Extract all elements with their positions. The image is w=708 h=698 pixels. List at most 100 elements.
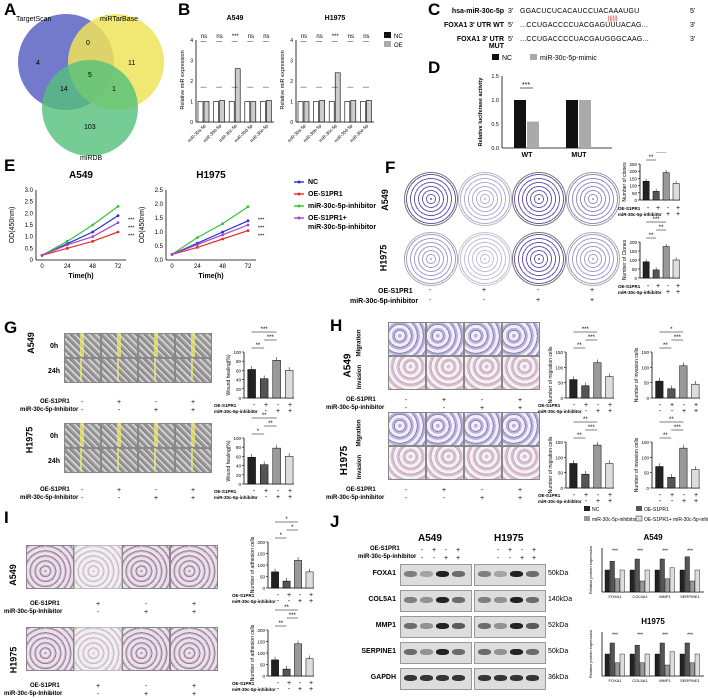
f-chart-bar [672,259,680,279]
g-chart-sign: - [265,494,268,501]
g-treat-oe-sign: - [81,487,84,494]
c-pairing-bars: |||||| [608,16,618,22]
e-y-tick-label: 2.0 [155,202,164,208]
i-chart-sign: - [277,592,280,599]
h-chart-sig-label: *** [674,335,682,341]
g-chart-y-tick-label: 80 [236,445,242,450]
g-chart-bar [285,370,294,399]
f-chart-y-tick-label: 200 [629,240,637,245]
b-chart-title: H1975 [325,15,346,22]
j-kda-label: 52kDa [548,622,569,629]
b-bar-nc [260,101,266,123]
wound-image [64,358,101,383]
f-chart-sign: + [676,289,680,296]
d-x-tick-label: WT [522,152,534,159]
j-treat-inh-sign: + [520,555,524,562]
h-chart-y-tick-label: 150 [641,350,649,355]
b-sig-label: ns [348,34,354,40]
g-treat-inh-label: miR-30c-5p-Inhibitor [20,407,79,413]
d-bar-nc [514,100,526,148]
h-row-label-a549: A549 [342,353,354,378]
j-sig-label: *** [612,632,618,638]
j-cell-line-h1975: H1975 [494,533,524,544]
b-bar-oe [234,68,241,123]
g-chart-sign: + [276,408,280,415]
j-bar [634,558,640,593]
j-bar [609,561,615,593]
g-chart-sign: - [253,408,256,415]
h-chart-treat-inh: miR-30c-5p-inhibitor [538,409,582,414]
chart-b: NCOEA54901234nsmiR-30a-5pnsmiR-30b-5p***… [180,15,403,143]
i-chart-sign: - [299,680,302,687]
h-chart-sign: - [659,408,662,415]
colony-dish [458,172,512,226]
f-chart-sig-label: ** [659,225,664,231]
blot-band [494,597,507,603]
h-treat-oe-label: OE-S1PR1 [346,487,376,493]
i-chart-bar [271,659,279,677]
wound-edge [80,448,82,471]
f-chart-sign: + [676,211,680,218]
wound-image [138,358,175,383]
c-seq-end: 3' [690,36,696,43]
g-chart-bar [247,369,256,399]
e-series-point [170,253,174,256]
h-treat-oe-label: OE-S1PR1 [346,397,376,403]
i-chart-y-tick-label: 0 [262,586,265,591]
e-y-label: OD(450nm) [9,207,16,244]
blot-band [510,675,523,681]
e-y-label: OD(450nm) [139,207,146,244]
wound-edge [117,333,121,356]
g-chart-sig-label: ** [268,421,273,427]
e-y-tick-label: 1.0 [155,230,164,236]
wound-image [175,448,212,473]
blot-band [404,623,417,629]
h-treat-oe-sign: + [442,397,446,404]
h-treat-inh-sign: + [518,405,522,412]
i-chart-y-tick-label: 100 [257,563,265,568]
i-treat-oe-sign: - [49,601,52,608]
e-chart-title: A549 [69,170,93,181]
g-chart-y-tick-label: 100 [233,436,241,441]
blot-band [436,597,449,603]
j-x-tick-label: COL5A1 [632,678,648,683]
b-bar-nc [197,101,204,123]
i-treat-oe-sign: + [192,683,196,690]
h-label-migration: Migration [356,419,363,447]
g-chart-treat-oe: OE-S1PR1 [214,403,237,408]
b-sig-label: ns [263,34,269,40]
g-treat-inh-sign: + [154,407,158,414]
g-chart-bar [260,464,269,485]
h-chart-sign: - [659,492,662,499]
f-chart-sign: - [647,283,650,290]
j-treat-inh-sign: - [433,555,436,562]
f-chart-sign: - [647,289,650,296]
g-chart-y-tick-label: 0 [238,482,241,487]
panel-label-h: H [330,316,343,335]
blot-band [494,571,507,577]
j-bar [694,569,700,593]
wound-edge [154,333,158,356]
j-treat-inh-sign: - [421,555,424,562]
b-sig-label: ns [301,34,307,40]
h-chart-sig-label: *** [588,335,596,341]
j-bar [684,642,690,677]
g-treat-inh-label: miR-30c-5p-Inhibitor [20,495,79,501]
g-treat-oe-sign: + [191,487,195,494]
i-chart-bar [294,643,302,677]
f-chart-y-tick-label: 150 [629,176,637,181]
j-treat-inh-sign: + [444,555,448,562]
h-chart-sig-label: ** [663,433,668,439]
i-chart-y-tick-label: 200 [257,628,265,633]
b-bar-oe [350,100,357,123]
h-chart-sig-label: *** [588,425,596,431]
i-chart-sign: + [287,592,291,599]
blot-band [478,623,491,629]
panel-label-e: E [4,156,16,175]
e-legend-marker [297,192,301,196]
g-treat-oe-label: OE-S1PR1 [40,487,70,493]
adhesion-image [74,627,122,671]
h-treat-inh-sign: - [443,405,446,412]
h-chart-y-tick-label: 150 [641,440,649,445]
j-protein-label: MMP1 [375,622,396,629]
